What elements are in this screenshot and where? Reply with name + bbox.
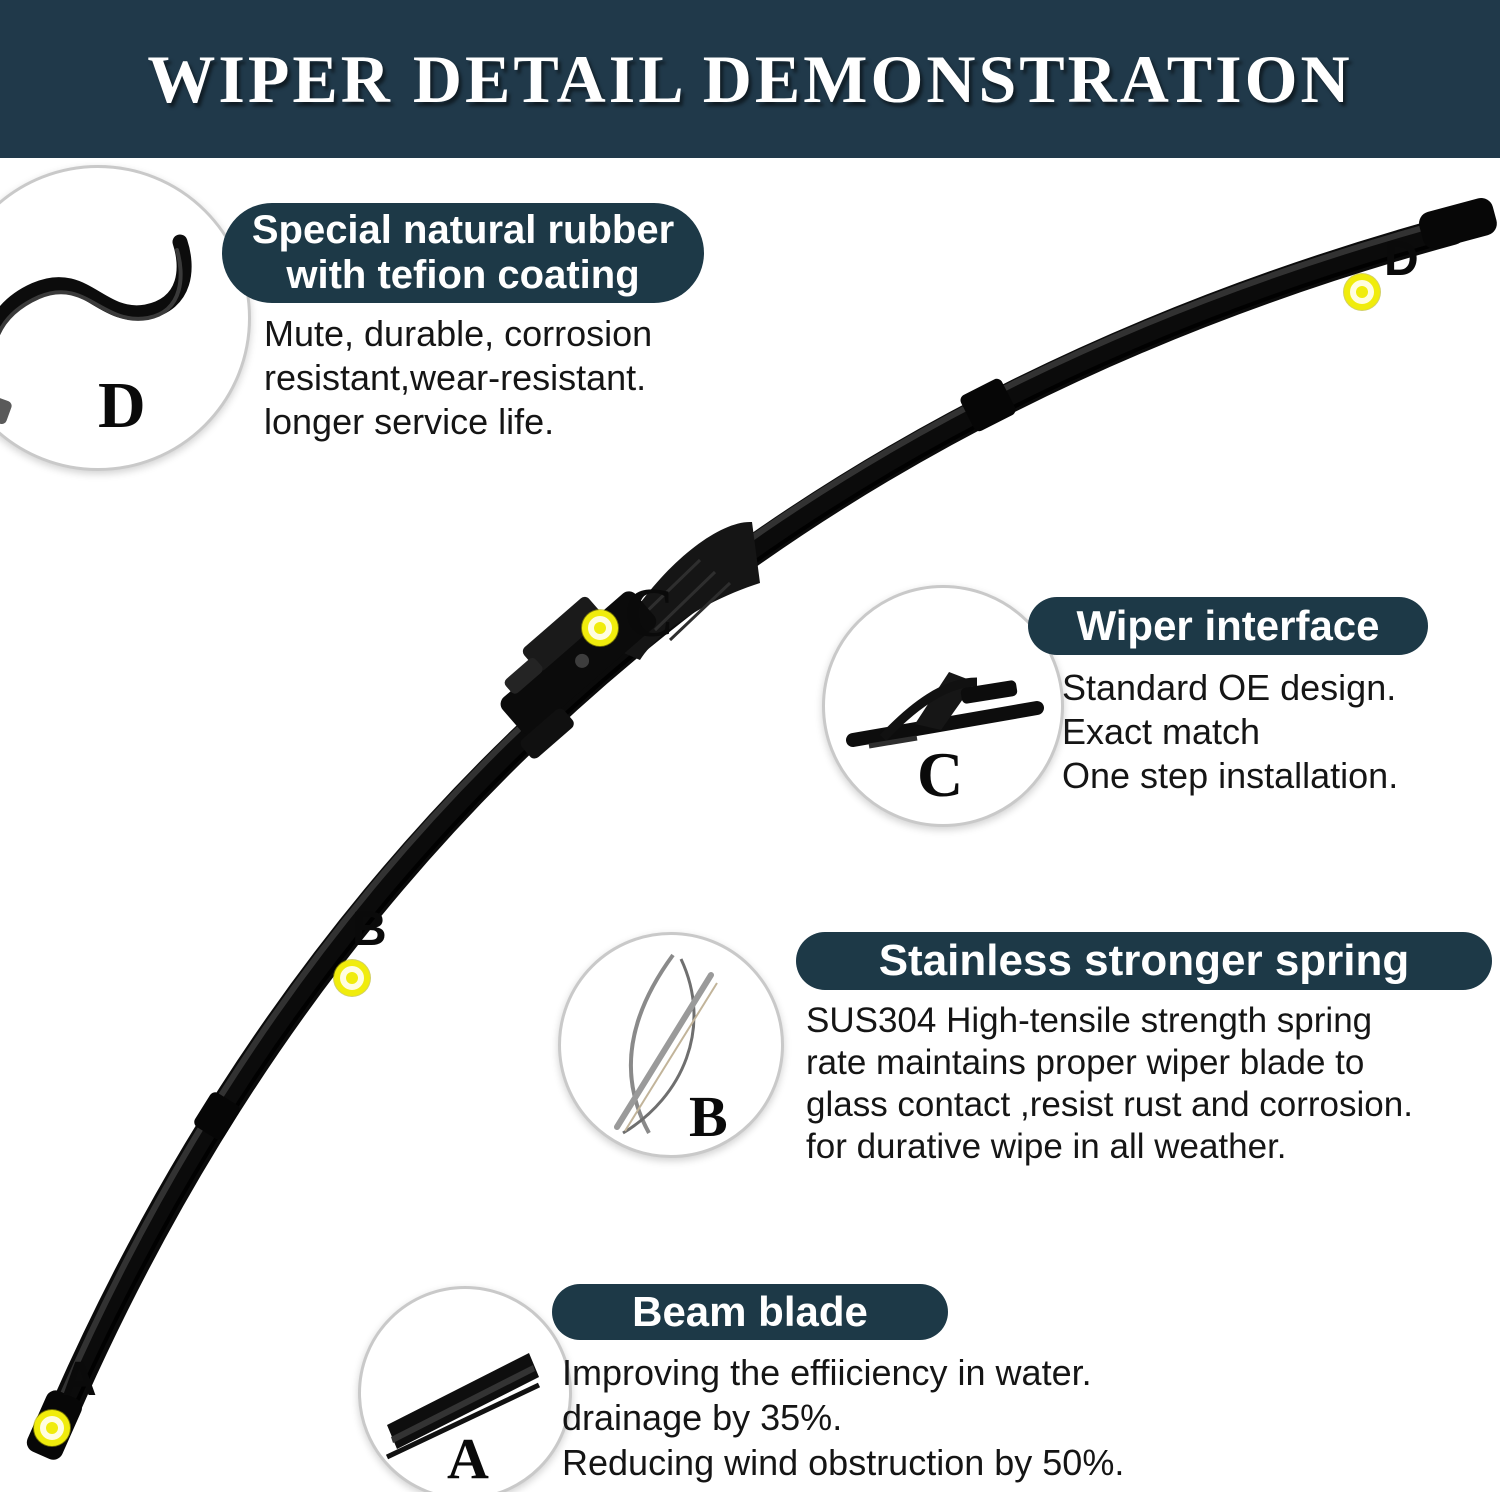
body-rubber-line1: Mute, durable, corrosion (264, 313, 653, 354)
rubber-strip-art (0, 234, 192, 425)
callout-circle-beam: A (358, 1286, 572, 1492)
body-beam-line3: Reducing wind obstruction by 50%. (562, 1442, 1125, 1483)
heading-beam: Beam blade (552, 1284, 948, 1340)
page-title: WIPER DETAIL DEMONSTRATION (147, 40, 1353, 117)
blade-joint-lower (194, 1092, 240, 1140)
spring-art (614, 953, 718, 1135)
callout-circle-rubber: D (0, 165, 251, 471)
wiper-interface-art (846, 672, 1044, 749)
blade-point-label-a: A (62, 1353, 97, 1406)
body-spring: SUS304 High-tensile strength spring rate… (806, 1000, 1413, 1168)
body-rubber-line3: longer service life. (264, 400, 555, 442)
body-interface-line1: Standard OE design. (1062, 667, 1397, 708)
callout-letter-b: B (689, 1084, 728, 1149)
heading-rubber-line2: with tefion coating (286, 253, 640, 297)
blade-point-marker-d (1344, 274, 1380, 310)
body-spring-line3: glass contact ,resist rust and corrosion… (806, 1085, 1413, 1124)
body-beam-line1: Improving the effiiciency in water. (562, 1352, 1092, 1393)
body-rubber: Mute, durable, corrosion resistant,wear-… (264, 312, 652, 444)
heading-spring-text: Stainless stronger spring (878, 936, 1410, 986)
heading-beam-text: Beam blade (632, 1288, 868, 1336)
body-spring-line4: for durative wipe in all weather. (806, 1127, 1287, 1166)
blade-point-label-d: D (1384, 233, 1419, 286)
body-interface-line2: Exact match (1062, 710, 1261, 752)
heading-interface-text: Wiper interface (1076, 602, 1380, 650)
heading-spring: Stainless stronger spring (796, 932, 1492, 990)
heading-rubber: Special natural rubber with tefion coati… (222, 203, 704, 303)
callout-circle-interface: C (822, 585, 1064, 827)
blade-point-marker-a (34, 1410, 70, 1446)
body-interface-line3: One step installation. (1062, 754, 1399, 796)
blade-point-marker-c (582, 610, 618, 646)
callout-letter-d: D (98, 369, 146, 442)
body-rubber-line2: resistant,wear-resistant. (264, 356, 647, 398)
blade-point-label-c: C (624, 575, 675, 652)
beam-blade-art (385, 1353, 541, 1460)
body-beam: Improving the effiiciency in water. drai… (562, 1350, 1124, 1485)
blade-joint-upper (960, 378, 1016, 432)
body-interface: Standard OE design. Exact match One step… (1062, 666, 1398, 798)
body-spring-line2: rate maintains proper wiper blade to (806, 1043, 1365, 1082)
blade-tip-cap-top (1419, 197, 1497, 249)
blade-point-label-b: B (352, 903, 387, 956)
callout-circle-spring: B (558, 932, 784, 1158)
heading-interface: Wiper interface (1028, 597, 1428, 655)
blade-point-marker-b (334, 960, 370, 996)
heading-rubber-line1: Special natural rubber (251, 208, 675, 253)
callout-letter-c: C (917, 739, 964, 810)
callout-letter-a: A (447, 1426, 489, 1491)
body-spring-line1: SUS304 High-tensile strength spring (806, 1001, 1373, 1040)
body-beam-line2: drainage by 35%. (562, 1397, 843, 1438)
header-band: WIPER DETAIL DEMONSTRATION (0, 0, 1500, 158)
